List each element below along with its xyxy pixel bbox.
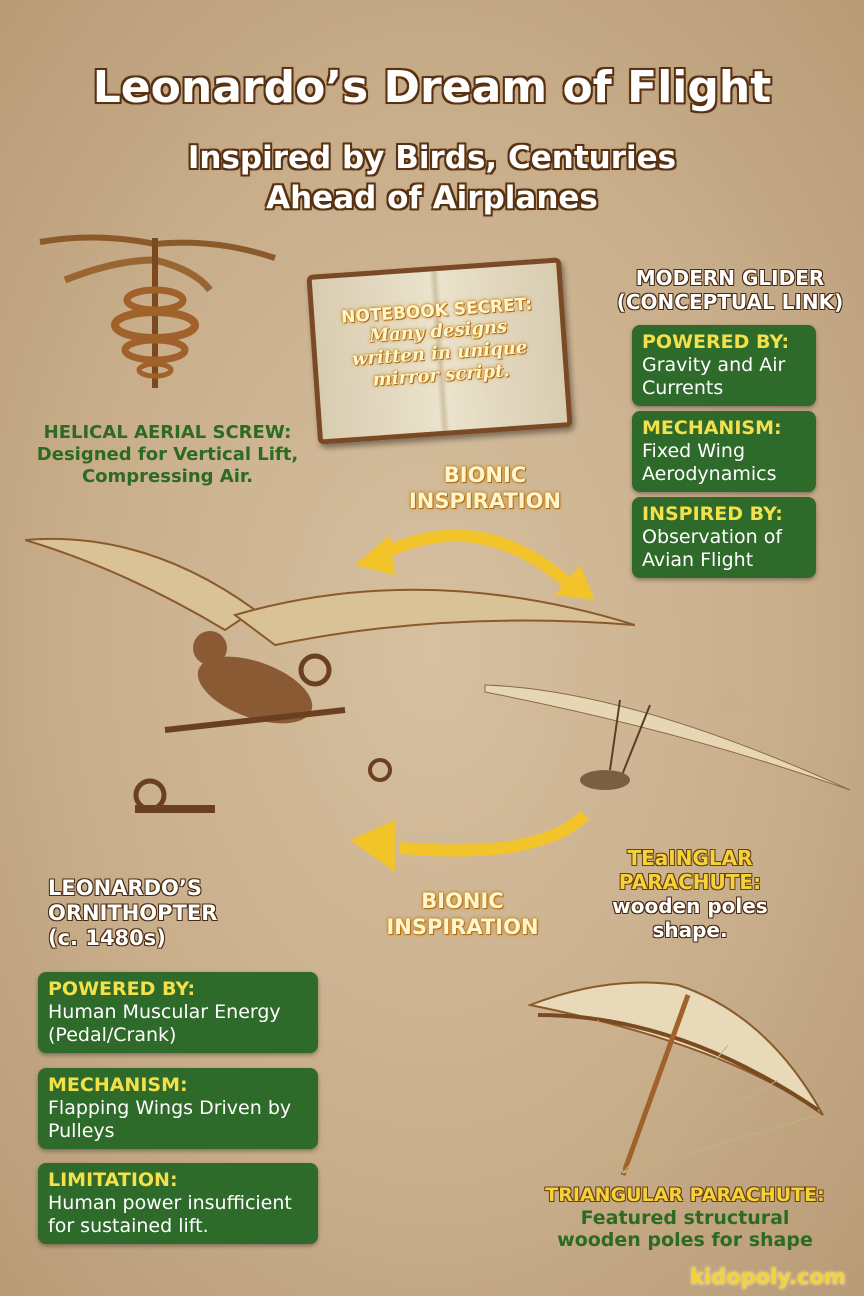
card-text: Fixed Wing Aerodynamics bbox=[642, 440, 777, 485]
glider-card-inspired: INSPIRED BY:Observation of Avian Flight bbox=[632, 497, 816, 578]
parachute-line: wooden poles bbox=[612, 894, 768, 918]
ornithopter-card-mechanism: MECHANISM:Flapping Wings Driven by Pulle… bbox=[38, 1068, 318, 1149]
ornithopter-illustration bbox=[25, 537, 635, 813]
card-heading: LIMITATION: bbox=[48, 1169, 178, 1191]
parachute-text: Featured structural bbox=[580, 1207, 790, 1229]
glider-title: MODERN GLIDER (CONCEPTUAL LINK) bbox=[598, 266, 862, 314]
screw-heading: HELICAL AERIAL SCREW: bbox=[43, 422, 292, 443]
card-heading: MECHANISM: bbox=[48, 1074, 188, 1096]
glider-title-line: (CONCEPTUAL LINK) bbox=[616, 290, 844, 314]
bionic-line: BIONIC bbox=[443, 463, 527, 487]
screw-text: Compressing Air. bbox=[81, 466, 254, 487]
glider-title-line: MODERN GLIDER bbox=[635, 266, 825, 290]
subtitle-line: Ahead of Airplanes bbox=[266, 180, 598, 216]
card-text: Flapping Wings Driven by Pulleys bbox=[48, 1097, 292, 1142]
double-arrow-icon bbox=[355, 529, 595, 600]
parachute-illustration bbox=[528, 981, 824, 1176]
bionic-label-top: BIONIC INSPIRATION bbox=[390, 462, 580, 514]
parachute-text: wooden poles for shape bbox=[557, 1229, 813, 1251]
card-text: Gravity and Air Currents bbox=[642, 354, 786, 399]
ornithopter-title-line: (c. 1480s) bbox=[48, 926, 166, 950]
card-heading: POWERED BY: bbox=[642, 331, 790, 353]
glider-card-mechanism: MECHANISM:Fixed Wing Aerodynamics bbox=[632, 411, 816, 492]
ornithopter-title-line: LEONARDO’S bbox=[48, 876, 202, 900]
bionic-line: BIONIC bbox=[421, 889, 504, 913]
parachute-heading: TRIANGULAR PARACHUTE: bbox=[545, 1184, 825, 1206]
ornithopter-title: LEONARDO’S ORNITHOPTER (c. 1480s) bbox=[48, 876, 217, 951]
helical-screw-illustration bbox=[39, 234, 276, 388]
ornithopter-title-line: ORNITHOPTER bbox=[48, 901, 218, 925]
glider-card-powered: POWERED BY:Gravity and Air Currents bbox=[632, 325, 816, 406]
subtitle-line: Inspired by Birds, Centuries bbox=[187, 140, 677, 176]
card-text: Human Muscular Energy (Pedal/Crank) bbox=[48, 1001, 281, 1046]
parachute-line: shape. bbox=[652, 918, 728, 942]
card-text: Observation of Avian Flight bbox=[642, 526, 783, 571]
page-title: Leonardo’s Dream of Flight bbox=[92, 62, 772, 113]
curved-arrow-icon bbox=[350, 810, 590, 872]
card-text: Human power insufficient for sustained l… bbox=[48, 1192, 292, 1237]
bionic-line: INSPIRATION bbox=[408, 489, 562, 513]
watermark: kidopoly.com bbox=[690, 1265, 846, 1289]
ornithopter-card-powered: POWERED BY:Human Muscular Energy (Pedal/… bbox=[38, 972, 318, 1053]
screw-text: Designed for Vertical Lift, bbox=[36, 444, 299, 465]
card-heading: POWERED BY: bbox=[48, 978, 196, 1000]
card-heading: MECHANISM: bbox=[642, 417, 782, 439]
screw-caption: HELICAL AERIAL SCREW: Designed for Verti… bbox=[20, 422, 315, 488]
notebook: NOTEBOOK SECRET: Many designs written in… bbox=[306, 257, 573, 445]
bionic-label-bottom: BIONIC INSPIRATION bbox=[370, 888, 555, 940]
bionic-line: INSPIRATION bbox=[386, 915, 539, 939]
parachute-caption: TRIANGULAR PARACHUTE: Featured structura… bbox=[520, 1184, 850, 1251]
page-subtitle: Inspired by Birds, Centuries Ahead of Ai… bbox=[0, 138, 864, 218]
ornithopter-card-limitation: LIMITATION:Human power insufficient for … bbox=[38, 1163, 318, 1244]
parachute-line: TEaINGLAR bbox=[627, 846, 753, 870]
glider-illustration bbox=[484, 684, 850, 791]
parachute-line: PARACHUTE: bbox=[618, 870, 762, 894]
card-heading: INSPIRED BY: bbox=[642, 503, 783, 525]
parachute-label-top: TEaINGLAR PARACHUTE: wooden poles shape. bbox=[600, 846, 780, 942]
